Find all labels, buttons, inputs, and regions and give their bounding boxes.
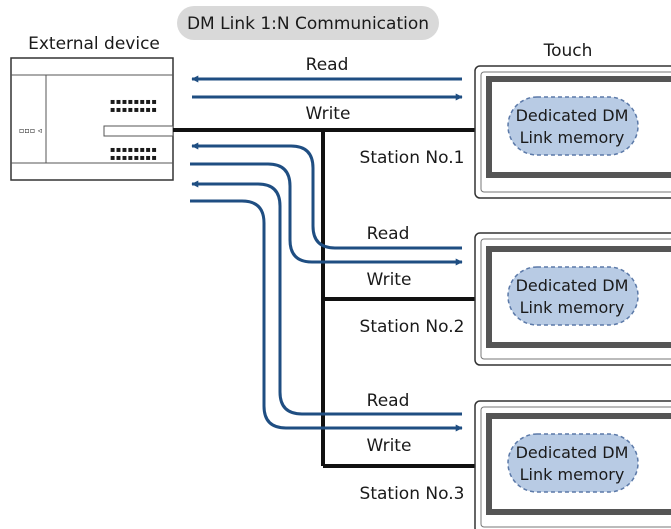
read-label-1: Read — [306, 55, 349, 75]
flow-labels: Read Write Station No.1 Read Write Stati… — [306, 55, 465, 504]
arrow-read-2 — [191, 142, 462, 250]
memory-line-2: Link memory — [520, 298, 625, 317]
write-label-2: Write — [367, 270, 412, 290]
arrow-read-3 — [191, 180, 462, 416]
touch-screen — [486, 246, 671, 348]
plc-body — [10, 57, 174, 181]
plc-terminals-top-2: ▪▪▪▪▪▪▪▪ — [110, 105, 157, 114]
data-flow-arrows — [190, 75, 463, 432]
touch-panel-2: Dedicated DM Link memory — [474, 232, 671, 366]
station-label-3: Station No.3 — [360, 484, 465, 504]
dm-link-memory — [507, 266, 639, 326]
arrow-write-2 — [190, 162, 463, 266]
dm-link-memory — [507, 433, 639, 493]
plc-terminals-bottom: ▪▪▪▪▪▪▪▪ — [110, 145, 157, 154]
touch-panel-1: Dedicated DM Link memory — [474, 65, 671, 199]
dm-link-memory — [507, 96, 639, 156]
title-text: DM Link 1:N Communication — [187, 14, 429, 34]
arrow-write-3 — [190, 199, 463, 432]
diagram-title: DM Link 1:N Communication — [177, 6, 439, 40]
memory-line-2: Link memory — [520, 465, 625, 484]
plc-slot — [103, 125, 174, 137]
read-label-3: Read — [367, 391, 410, 411]
communication-bus — [173, 128, 475, 468]
memory-line-2: Link memory — [520, 128, 625, 147]
write-label-3: Write — [367, 436, 412, 456]
plc-terminals-top: ▪▪▪▪▪▪▪▪ — [110, 97, 157, 106]
memory-line-1: Dedicated DM — [516, 443, 629, 462]
external-device-label: External device — [28, 34, 160, 54]
memory-line-1: Dedicated DM — [516, 106, 629, 125]
station-label-1: Station No.1 — [360, 148, 465, 168]
plc-terminals-bottom-2: ▪▪▪▪▪▪▪▪ — [110, 153, 157, 162]
touch-label: Touch — [543, 41, 593, 61]
read-label-2: Read — [367, 224, 410, 244]
station-label-2: Station No.2 — [360, 317, 465, 337]
touch-panel-3: Dedicated DM Link memory — [474, 400, 671, 529]
title-pill — [177, 6, 439, 40]
write-label-1: Write — [306, 104, 351, 124]
plc-leds: ▫▫▫ ◃ — [19, 126, 42, 135]
external-device: External device ▪▪▪▪▪▪▪▪ ▪▪▪▪▪▪▪▪ ▪▪▪▪▪▪… — [10, 34, 174, 181]
memory-line-1: Dedicated DM — [516, 276, 629, 295]
